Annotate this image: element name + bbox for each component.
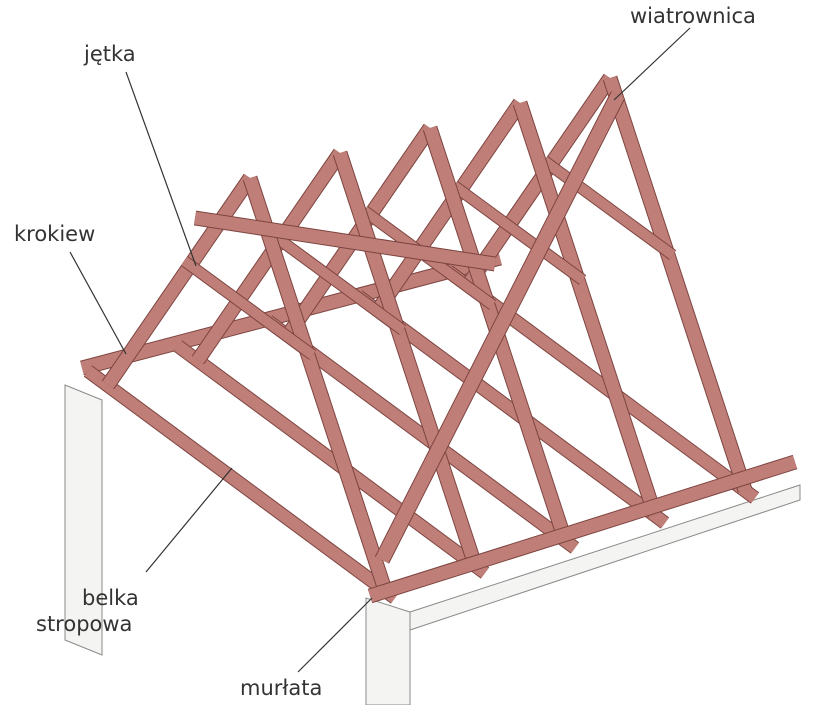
floor-beam xyxy=(353,290,670,529)
purlin xyxy=(193,210,497,272)
leader-line xyxy=(69,251,127,355)
rafter-right xyxy=(602,75,753,493)
front-wall-plate xyxy=(367,454,798,604)
floor-beam xyxy=(443,265,760,504)
rafter-left xyxy=(101,173,257,390)
rafter-right xyxy=(512,100,663,518)
floor-beam xyxy=(173,340,490,579)
wall-top xyxy=(409,484,801,631)
collar-tie xyxy=(450,181,587,285)
collar-tie xyxy=(270,231,407,335)
label-jetka: jętka xyxy=(84,42,136,66)
leader-line xyxy=(125,71,197,267)
rafter-right xyxy=(242,175,393,593)
leader-line xyxy=(145,467,233,573)
label-krokiew: krokiew xyxy=(14,222,96,246)
label-belka: belka xyxy=(82,586,139,610)
floor-beam xyxy=(263,315,580,554)
leader-line xyxy=(613,27,691,101)
side-wall xyxy=(64,384,103,656)
floor-beam xyxy=(83,365,400,604)
label-murlata: murłata xyxy=(240,676,323,700)
leader-line xyxy=(297,597,373,673)
label-stropowa: stropowa xyxy=(36,612,133,636)
front-wall xyxy=(365,597,411,705)
wind-brace xyxy=(374,91,626,564)
label-wiatrownica: wiatrownica xyxy=(630,4,756,28)
collar-tie xyxy=(180,256,317,360)
collar-tie xyxy=(540,156,677,260)
rafter-right xyxy=(332,150,483,568)
